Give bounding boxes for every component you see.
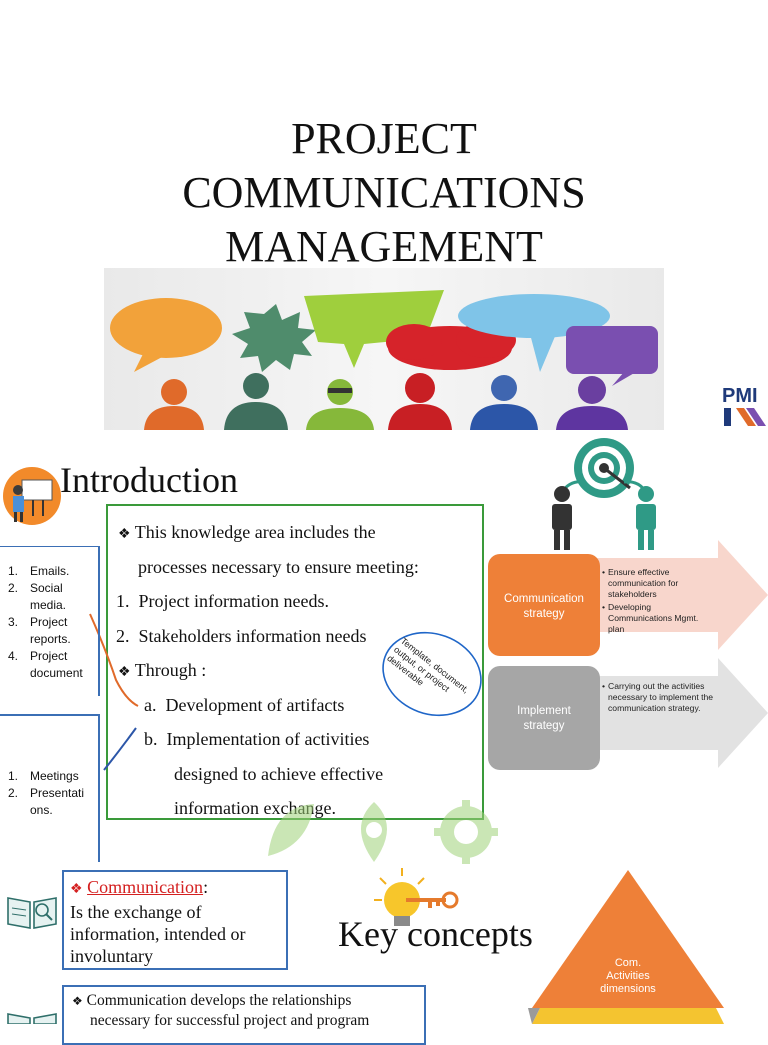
strategy-label-1: Communication [504,593,584,605]
activities-list: 1.Meetings 2.Presentati ons. [8,768,84,819]
artifact-item: 1.Emails. [8,564,70,578]
artifact-item: 2.Social [8,581,63,595]
artifacts-list-box: 1.Emails. 2.Social media. 3.Project repo… [0,546,100,696]
artifact-definition-note: Template, document, output, or project d… [382,631,482,717]
activities-list-box: 1.Meetings 2.Presentati ons. [0,714,100,862]
strategy-step-communication: Communication strategy •Ensure effective… [488,540,768,656]
target-people-icon [552,438,656,550]
artifact-item: 3.Project [8,615,68,629]
pmi-logo-icon: PMI [722,385,766,426]
activity-item-b-cont-1: designed to achieve effective [174,764,384,784]
book-icon [7,1013,57,1024]
activity-list-item: 1.Meetings [8,769,79,783]
title-line-1: PROJECT [291,114,477,163]
svg-text:Template, document, output: Template, document, output, or project d… [385,636,473,714]
communication-def-1: Is the exchange of [70,902,202,922]
strategy-label-2b: strategy [524,720,565,732]
svg-text:PMI: PMI [722,385,758,407]
need-item-1: 1. Project information needs. [116,591,329,611]
activity-item-a: a. Development of artifacts [144,695,345,715]
relationships-line-1: ❖ Communication develops the relationshi… [72,992,352,1009]
communication-banner-image [104,268,664,430]
intro-line-2: processes necessary to ensure meeting: [138,557,419,577]
strategy-bullets-2: •Carrying out the activities necessary t… [602,681,715,713]
communication-def-3: involuntary [70,946,153,966]
activity-list-item: ons. [30,803,53,817]
introduction-box: ❖ This knowledge area includes the proce… [106,504,484,820]
strategy-diagram: Communication strategy •Ensure effective… [488,540,768,770]
artifact-item: 4.Project [8,649,68,663]
strategy-label-1b: strategy [524,608,565,620]
book-search-icon [7,897,57,929]
relationships-box: ❖ Communication develops the relationshi… [62,985,426,1045]
relationships-line-2: necessary for successful project and pro… [90,1012,370,1029]
introduction-heading: Introduction [60,460,238,500]
need-item-2: 2. Stakeholders information needs [116,626,367,646]
title-line-2: COMMUNICATIONS [182,168,586,217]
intro-line-1: ❖ This knowledge area includes the [118,522,376,542]
key-concepts-heading: Key concepts [338,914,533,954]
page-title: PROJECT COMMUNICATIONS MANAGEMENT [0,112,768,274]
communication-term-line: ❖ Communication: [70,877,209,897]
communication-def-2: information, intended or [70,924,246,944]
artifact-item: media. [30,598,67,612]
strategy-bullets-1: •Ensure effective communication for stak… [602,567,701,634]
activity-item-b: b. Implementation of activities [144,729,370,749]
title-line-3: MANAGEMENT [225,222,543,271]
pyramid-line-1: Com. [615,957,641,969]
artifact-item: document [30,666,83,680]
artifacts-list: 1.Emails. 2.Social media. 3.Project repo… [8,563,83,682]
presenter-icon [3,467,61,525]
through-line: ❖ Through : [118,660,207,680]
pyramid-line-3: dimensions [600,983,656,995]
communication-definition-box: ❖ Communication: Is the exchange of info… [62,870,288,970]
pyramid-line-2: Activities [606,970,650,982]
activity-list-item: 2.Presentati [8,786,85,800]
decorative-leaf-icons [268,800,498,864]
lightbulb-key-icon [374,868,459,926]
strategy-label-2: Implement [517,705,571,717]
activities-dimensions-pyramid: Com. Activities dimensions [528,870,724,1024]
artifact-item: reports. [30,632,71,646]
strategy-step-implement: Implement strategy •Carrying out the act… [488,658,768,770]
communication-term: Communication [87,877,204,897]
